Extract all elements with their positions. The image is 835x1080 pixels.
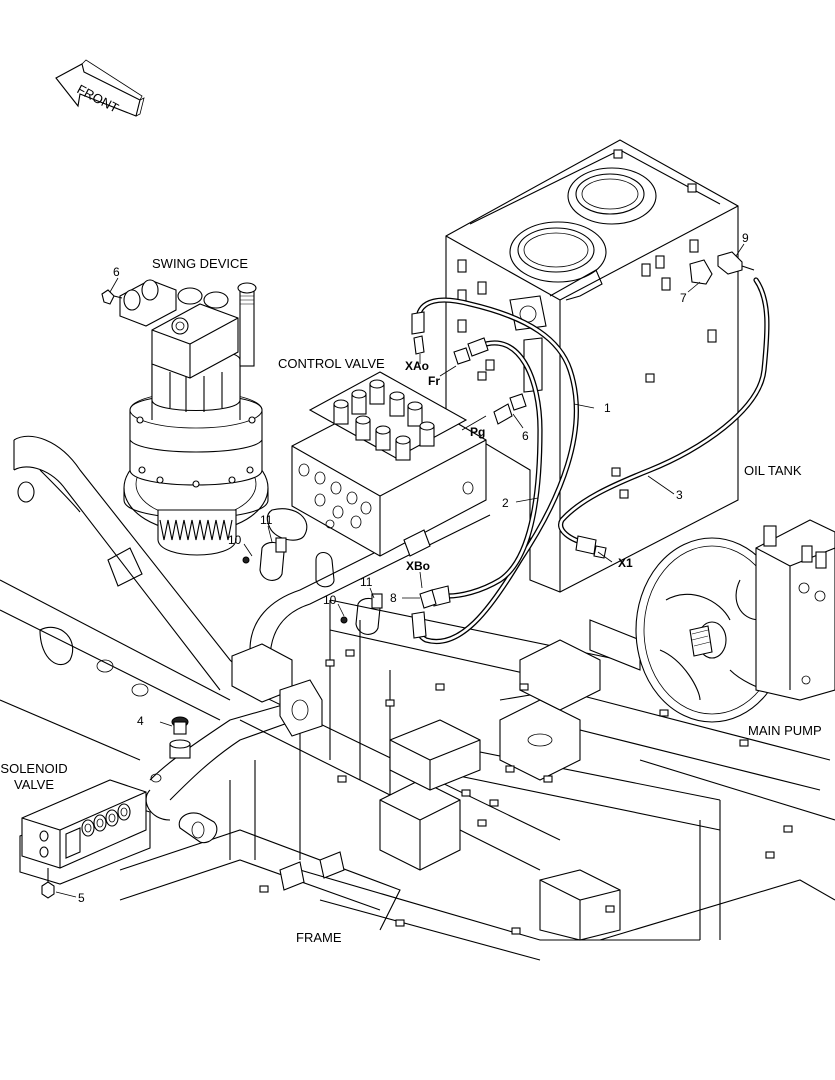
callout-6-swing: 6 (113, 265, 120, 279)
callout-4: 4 (137, 714, 144, 728)
port-pg: Pg (470, 425, 485, 439)
solenoid-valve-label-line2: VALVE (14, 777, 54, 792)
frame-bolts (259, 649, 793, 935)
callout-11-lower: 11 (360, 575, 373, 589)
callout-3: 3 (676, 488, 683, 502)
port-xbo: XBo (406, 559, 430, 573)
bolt-5 (41, 868, 55, 899)
valve-spools (333, 379, 435, 461)
leader-lines (55, 243, 745, 898)
port-labels: XAo Fr Pg XBo X1 (405, 359, 633, 573)
front-arrow-icon: FRONT (55, 59, 145, 117)
callout-6-valve: 6 (522, 429, 529, 443)
callout-numbers: 6 1 2 3 4 5 6 7 8 9 10 10 11 11 (78, 231, 749, 905)
fitting-6-valve (493, 393, 527, 425)
fitting-7 (689, 259, 713, 285)
swing-bolts (136, 416, 256, 488)
solenoid-valve (21, 716, 191, 899)
component-labels: SWING DEVICE CONTROL VALVE OIL TANK MAIN… (0, 256, 821, 945)
callout-9: 9 (742, 231, 749, 245)
tank-port-front (509, 221, 607, 283)
callout-1: 1 (604, 401, 611, 415)
hose-3 (558, 277, 770, 559)
pump-flywheel (635, 537, 789, 723)
frame-label: FRAME (296, 930, 342, 945)
swing-device (101, 279, 269, 556)
valve-ports (298, 463, 474, 529)
callout-10-lower: 10 (323, 593, 337, 607)
callout-2: 2 (502, 496, 509, 510)
callout-10-upper: 10 (228, 533, 242, 547)
pinion-gear (159, 519, 233, 541)
oil-tank (445, 139, 755, 593)
port-x1: X1 (618, 556, 633, 570)
port-xao: XAo (405, 359, 429, 373)
clamp-lower (340, 593, 383, 635)
fitting-6-swing (101, 289, 123, 305)
main-pump (635, 519, 835, 723)
clamp-upper (242, 508, 308, 581)
control-valve-label: CONTROL VALVE (278, 356, 385, 371)
port-fr: Fr (428, 374, 440, 388)
swing-device-label: SWING DEVICE (152, 256, 248, 271)
main-pump-label: MAIN PUMP (748, 723, 822, 738)
plug-4 (150, 716, 191, 783)
callout-11-upper: 11 (260, 513, 273, 527)
oil-tank-label: OIL TANK (744, 463, 802, 478)
solenoid-valve-label-line1: SOLENOID (0, 761, 67, 776)
tank-port-rear (567, 167, 657, 225)
hose-1 (411, 297, 579, 645)
fitting-8 (419, 589, 437, 609)
callout-8: 8 (390, 591, 397, 605)
solenoid-coils (65, 803, 131, 859)
callout-5: 5 (78, 891, 85, 905)
fitting-9 (717, 251, 755, 275)
control-valve (291, 371, 487, 557)
callout-7: 7 (680, 291, 687, 305)
hose-2 (431, 337, 543, 607)
